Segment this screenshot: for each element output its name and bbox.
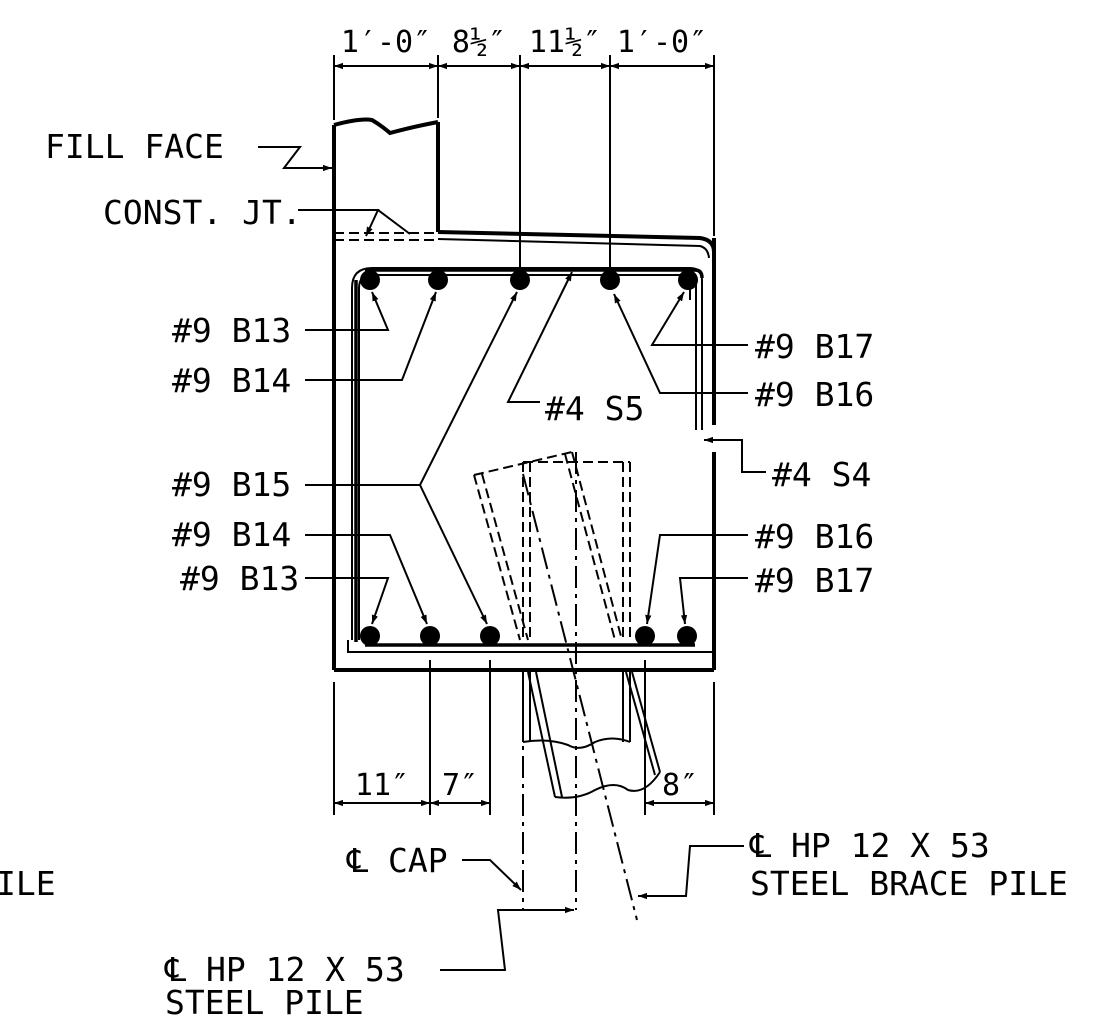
dim-bottom-2: 7″ <box>442 768 478 803</box>
label-cut-off-pile: ILE <box>0 864 56 903</box>
steel-brace-pile <box>473 451 661 799</box>
stirrup-s5 <box>354 268 704 647</box>
dim-bottom-1: 11″ <box>355 768 409 803</box>
label-b16-top: #9 B16 <box>755 375 874 414</box>
label-s5: #4 S5 <box>545 389 644 428</box>
bottom-rebar <box>360 626 697 646</box>
top-rebar <box>360 270 698 290</box>
construction-joint <box>334 232 438 241</box>
dim-top-1: 1′-0″ <box>341 25 431 60</box>
label-cl-cap: ℄ CAP <box>346 841 448 880</box>
label-steel-pile-line1: ℄ HP 12 X 53 <box>164 950 405 989</box>
dim-top-4: 1′-0″ <box>617 25 707 60</box>
label-steel-pile-line2: STEEL PILE <box>165 983 364 1020</box>
label-b17-bottom: #9 B17 <box>755 561 874 600</box>
top-dimensions: 1′-0″ 8½″ 11½″ 1′-0″ <box>333 25 715 270</box>
label-b14-bottom: #9 B14 <box>172 515 291 554</box>
label-brace-pile-line1: ℄ HP 12 X 53 <box>749 826 990 865</box>
label-b14-top: #9 B14 <box>172 361 291 400</box>
label-brace-pile-line2: STEEL BRACE PILE <box>750 864 1068 903</box>
label-b17-top: #9 B17 <box>755 327 874 366</box>
label-fill-face: FILL FACE <box>45 127 224 166</box>
stirrup-s4 <box>347 267 714 653</box>
bottom-dimensions: 11″ 7″ 8″ <box>333 660 715 815</box>
label-s4: #4 S4 <box>772 455 871 494</box>
dim-bottom-3: 8″ <box>662 768 698 803</box>
label-b13-bottom: #9 B13 <box>180 559 299 598</box>
dim-top-3: 11½″ <box>529 25 601 60</box>
dim-top-2: 8½″ <box>452 25 506 60</box>
label-b13-top: #9 B13 <box>172 311 291 350</box>
label-b16-bottom: #9 B16 <box>755 517 874 556</box>
label-b15: #9 B15 <box>172 465 291 504</box>
centerlines <box>522 452 638 921</box>
cap-outline <box>332 117 716 672</box>
label-const-jt: CONST. JT. <box>103 193 302 232</box>
